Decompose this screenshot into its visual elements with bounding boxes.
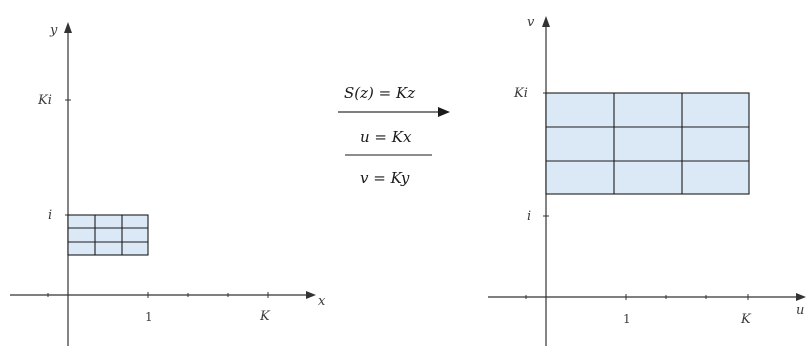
left-y-axis-label: y bbox=[49, 23, 58, 38]
right-tick-label-1: 1 bbox=[623, 312, 631, 326]
right-v-axis-arrow bbox=[542, 16, 550, 27]
right-tick-label-i: i bbox=[527, 209, 531, 224]
right-u-axis-arrow bbox=[796, 293, 806, 301]
mapping-transform: S(z) = Kz bbox=[344, 84, 415, 102]
mapping-v-equation: v = Ky bbox=[360, 169, 410, 187]
left-grid bbox=[67, 214, 149, 256]
left-tick-label-1: 1 bbox=[145, 310, 153, 324]
left-tick-label-K: K bbox=[259, 309, 271, 324]
right-plane: v u Ki i 1 K bbox=[488, 15, 806, 346]
mapping-arrow-head bbox=[438, 107, 450, 117]
right-tick-label-Ki: Ki bbox=[513, 86, 528, 101]
left-plane: y x Ki i 1 K bbox=[10, 22, 326, 346]
left-x-axis-label: x bbox=[318, 294, 326, 309]
right-u-axis-label: u bbox=[796, 303, 804, 318]
mapping-block: S(z) = Kz u = Kx v = Ky bbox=[338, 84, 450, 187]
mapping-u-equation: u = Kx bbox=[360, 128, 412, 146]
left-tick-label-i: i bbox=[48, 208, 52, 223]
right-grid-rect bbox=[545, 92, 750, 195]
left-tick-label-Ki: Ki bbox=[37, 93, 52, 108]
right-v-axis-label: v bbox=[527, 15, 535, 30]
left-x-axis-arrow bbox=[306, 291, 316, 299]
left-y-axis-arrow bbox=[64, 22, 72, 33]
right-tick-label-K: K bbox=[740, 312, 752, 327]
left-grid-rect bbox=[67, 214, 149, 256]
right-grid bbox=[545, 92, 750, 195]
